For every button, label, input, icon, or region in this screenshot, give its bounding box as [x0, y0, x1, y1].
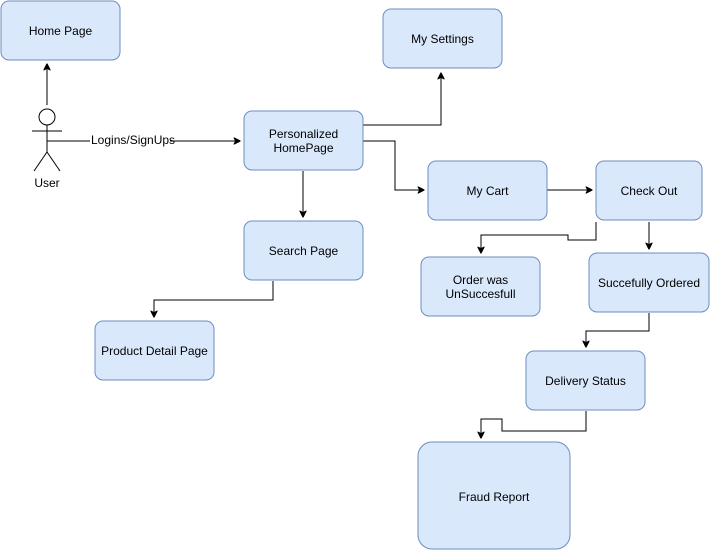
node-my-settings[interactable]: My Settings	[382, 8, 503, 69]
node-my-cart-label: My Cart	[467, 184, 510, 198]
edges	[47, 64, 649, 438]
node-home-page-label: Home Page	[29, 24, 93, 38]
node-order-unsuccessful-label-line1: Order was	[453, 273, 508, 287]
edge-delivery-status-to-fraud-report	[481, 411, 587, 438]
node-check-out-label: Check Out	[621, 184, 678, 198]
edge-successfully-ordered-to-delivery-status	[586, 313, 650, 347]
node-delivery-status[interactable]: Delivery Status	[525, 350, 646, 411]
node-product-detail-page[interactable]: Product Detail Page	[94, 320, 215, 381]
node-successfully-ordered[interactable]: Succefully Ordered	[588, 252, 710, 313]
edge-search-to-product-detail	[154, 281, 274, 317]
node-home-page[interactable]: Home Page	[0, 0, 121, 61]
node-order-unsuccessful-label-line2: UnSuccesfull	[445, 287, 515, 301]
node-personalized-homepage-label-line2: HomePage	[273, 141, 333, 155]
actor-left-leg	[33, 151, 48, 172]
actor-head	[38, 108, 56, 126]
node-personalized-homepage-label-line1: Personalized	[269, 127, 338, 141]
edge-personalized-to-my-settings	[363, 73, 441, 126]
node-search-page[interactable]: Search Page	[243, 220, 364, 281]
actor-right-leg	[46, 151, 61, 172]
actor-user[interactable]: User	[32, 108, 62, 190]
edge-check-out-to-order-unsuccessful	[481, 222, 597, 253]
node-successfully-ordered-label: Succefully Ordered	[598, 276, 700, 290]
actor-label: User	[34, 176, 59, 190]
node-order-unsuccessful[interactable]: Order was UnSuccesfull	[420, 256, 541, 317]
node-delivery-status-label: Delivery Status	[545, 374, 626, 388]
node-my-settings-label: My Settings	[411, 32, 474, 46]
node-my-cart[interactable]: My Cart	[427, 160, 548, 221]
node-product-detail-page-label: Product Detail Page	[101, 344, 208, 358]
edge-personalized-to-my-cart	[363, 140, 424, 190]
node-personalized-homepage[interactable]: Personalized HomePage	[243, 110, 364, 171]
edge-label-logins-signups: Logins/SignUps	[90, 133, 175, 147]
edge-label-text: Logins/SignUps	[91, 133, 175, 147]
node-check-out[interactable]: Check Out	[595, 160, 703, 221]
node-fraud-report[interactable]: Fraud Report	[417, 441, 571, 550]
node-search-page-label: Search Page	[269, 244, 339, 258]
node-fraud-report-label: Fraud Report	[459, 490, 530, 504]
